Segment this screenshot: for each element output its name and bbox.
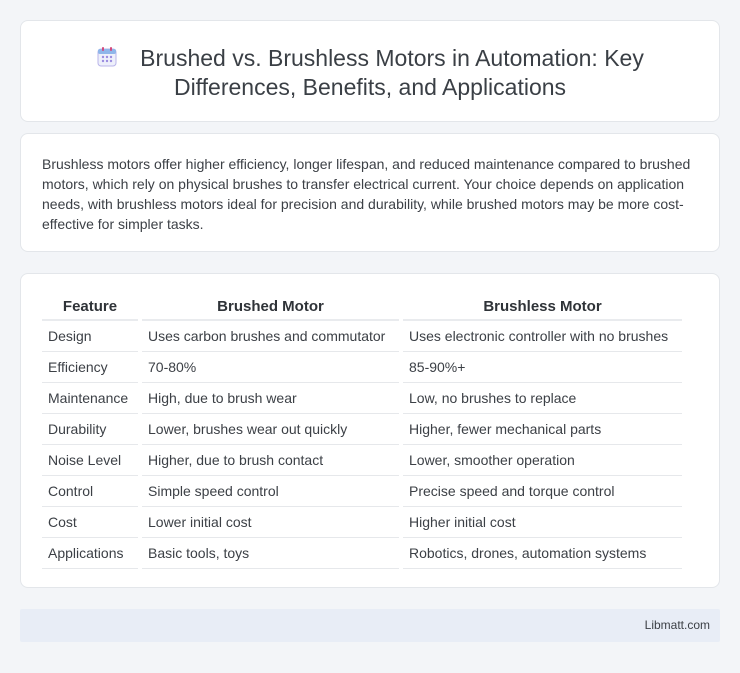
cell-feature: Control [42, 475, 138, 507]
cell-brushed: Simple speed control [142, 475, 399, 507]
cell-brushed: Lower initial cost [142, 506, 399, 538]
page-title: Brushed vs. Brushless Motors in Automati… [140, 45, 644, 100]
cell-brushless: Uses electronic controller with no brush… [403, 320, 682, 352]
footer: Libmatt.com [20, 609, 720, 642]
footer-source: Libmatt.com [644, 618, 710, 632]
cell-brushed: 70-80% [142, 351, 399, 383]
cell-feature: Durability [42, 413, 138, 445]
summary-card: Brushless motors offer higher efficiency… [20, 133, 720, 252]
cell-brushless: Higher initial cost [403, 506, 682, 538]
calendar-icon [97, 47, 117, 67]
header-feature: Feature [42, 294, 138, 321]
table-header-row: Feature Brushed Motor Brushless Motor [42, 294, 682, 321]
cell-brushless: Lower, smoother operation [403, 444, 682, 476]
cell-feature: Noise Level [42, 444, 138, 476]
cell-feature: Efficiency [42, 351, 138, 383]
cell-feature: Cost [42, 506, 138, 538]
title-card: Brushed vs. Brushless Motors in Automati… [20, 20, 720, 122]
cell-brushless: Robotics, drones, automation systems [403, 537, 682, 569]
cell-feature: Design [42, 320, 138, 352]
cell-brushless: Low, no brushes to replace [403, 382, 682, 414]
cell-brushless: Higher, fewer mechanical parts [403, 413, 682, 445]
summary-text: Brushless motors offer higher efficiency… [42, 156, 691, 232]
cell-feature: Applications [42, 537, 138, 569]
cell-brushed: High, due to brush wear [142, 382, 399, 414]
comparison-table: Feature Brushed Motor Brushless Motor De… [42, 294, 682, 569]
cell-brushless: 85-90%+ [403, 351, 682, 383]
header-brushless: Brushless Motor [403, 294, 682, 321]
page-title-container: Brushed vs. Brushless Motors in Automati… [21, 44, 719, 102]
cell-brushed: Lower, brushes wear out quickly [142, 413, 399, 445]
comparison-card: Feature Brushed Motor Brushless Motor De… [20, 273, 720, 588]
cell-brushed: Uses carbon brushes and commutator [142, 320, 399, 352]
header-brushed: Brushed Motor [142, 294, 399, 321]
cell-brushed: Basic tools, toys [142, 537, 399, 569]
cell-brushless: Precise speed and torque control [403, 475, 682, 507]
cell-feature: Maintenance [42, 382, 138, 414]
cell-brushed: Higher, due to brush contact [142, 444, 399, 476]
